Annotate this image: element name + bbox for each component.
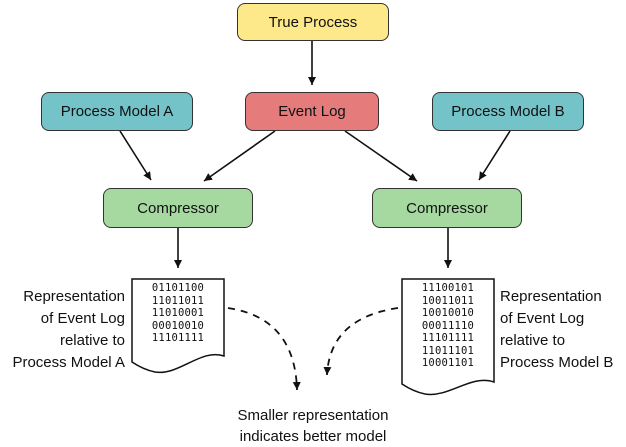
true-process-node: True Process [237,3,389,41]
right-representation-caption: Representation of Event Log relative to … [500,286,613,374]
caption-line: relative to [59,332,125,349]
bit-row: 11101111 [151,332,205,344]
right-compressor-node: Compressor [372,188,522,228]
bit-row: 10010010 [421,307,475,319]
caption-line: Representation [23,288,125,305]
left-bit-list: 01101100 11011011 11010001 00010010 1110… [131,282,225,345]
bit-row: 11101111 [421,332,475,344]
arrow-model-b-to-compressor [478,130,511,181]
dashed-arrow-left-to-conclusion [227,307,301,391]
bit-row: 11010001 [151,307,205,319]
document-shape [401,278,495,396]
left-compressed-document: 01101100 11011011 11010001 00010010 1110… [131,278,225,376]
left-compressor-node: Compressor [103,188,253,228]
conclusion-line: indicates better model [239,428,387,445]
bit-row: 00010010 [151,319,205,332]
left-representation-caption: Representation of Event Log relative to … [12,286,125,374]
dashed-arrow-right-to-conclusion [323,307,399,376]
caption-line: relative to [500,332,566,349]
bit-row: 11011101 [421,344,475,357]
process-model-b-node: Process Model B [432,92,584,131]
caption-line: Process Model A [12,354,125,371]
bit-row: 10011011 [421,294,475,307]
right-compressed-document: 11100101 10011011 10010010 00011110 1110… [401,278,495,398]
arrow-model-a-to-compressor [119,130,152,181]
bit-row: 11100101 [421,282,475,294]
arrow-event-log-to-right-compressor [344,130,418,182]
caption-line: Process Model B [500,354,614,371]
conclusion-text: Smaller representation indicates better … [0,405,626,447]
right-bit-list: 11100101 10011011 10010010 00011110 1110… [401,282,495,370]
event-log-node: Event Log [245,92,379,131]
conclusion-line: Smaller representation [237,407,389,424]
bit-row: 11011011 [151,294,205,307]
bit-row: 01101100 [151,282,205,294]
caption-line: of Event Log [40,310,125,327]
caption-line: Representation [500,288,602,305]
document-shape [131,278,225,374]
bit-row: 00011110 [421,319,475,332]
bit-row: 10001101 [421,357,475,369]
caption-line: of Event Log [500,310,585,327]
arrow-event-log-to-left-compressor [203,130,276,182]
process-model-a-node: Process Model A [41,92,193,131]
